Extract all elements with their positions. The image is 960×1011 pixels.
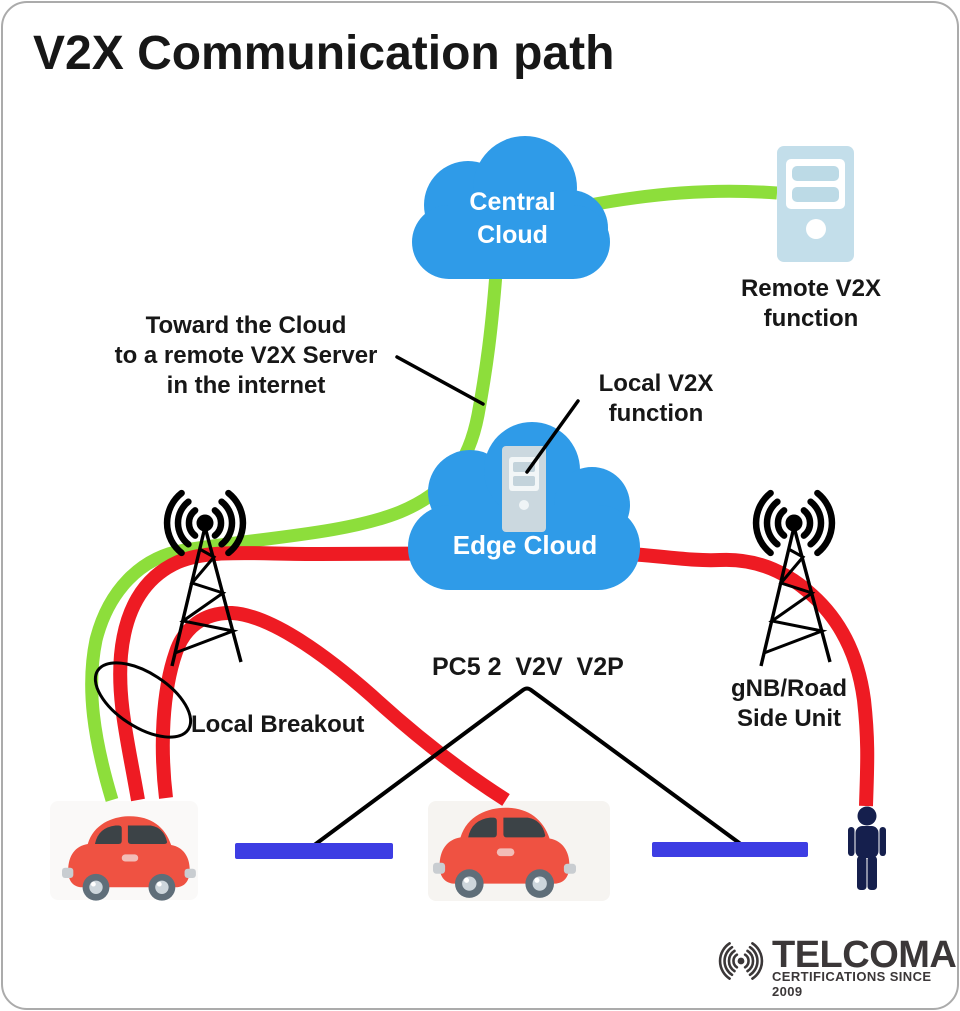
- local-breakout-ellipse: [93, 661, 193, 739]
- remote-v2x-function-label: Remote V2X function: [740, 275, 882, 333]
- pointer-line-pc5: [311, 686, 744, 848]
- pc5-link-label: PC5 2 V2V V2P: [432, 653, 624, 681]
- person-icon: [848, 806, 886, 890]
- edge-cloud-label: Edge Cloud: [452, 530, 598, 560]
- central-cloud-label: Central Cloud: [469, 188, 556, 249]
- local-breakout-label: Local Breakout: [191, 711, 365, 738]
- page-title: V2X Communication path: [33, 27, 615, 80]
- red-path-local-breakout-to-center-car: [155, 606, 510, 806]
- pointer-line-local-v2x: [525, 399, 580, 474]
- green-path-central-to-left-car: [85, 259, 504, 802]
- local-v2x-function-label: Local V2X function: [598, 370, 714, 428]
- gnb-road-side-unit-label: gNB/Road Side Unit: [731, 675, 847, 733]
- remote-server-icon: [777, 146, 854, 262]
- telcoma-wordmark: TELCOMA: [772, 934, 957, 976]
- central-cloud-shape: [412, 136, 610, 279]
- edge-server-icon: [502, 446, 546, 532]
- radio-signal-icon: [718, 942, 764, 980]
- road-bar-right: [652, 842, 808, 857]
- road-bar-left: [235, 843, 393, 859]
- toward-cloud-annotation: Toward the Cloud to a remote V2X Server …: [114, 312, 378, 400]
- green-path-central-to-remote-server: [588, 184, 778, 212]
- cell-tower-icon-left: [167, 493, 243, 666]
- pointer-line-toward-cloud: [395, 355, 485, 406]
- telcoma-tagline: CERTIFICATIONS SINCE 2009: [772, 969, 932, 999]
